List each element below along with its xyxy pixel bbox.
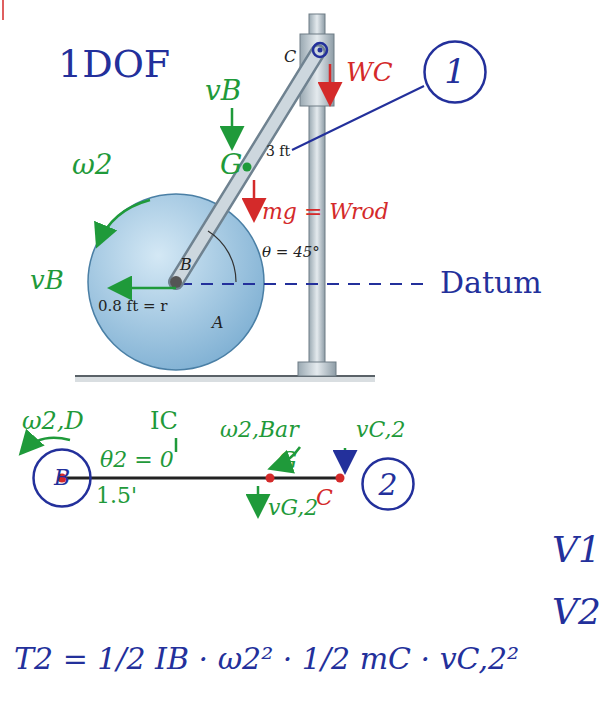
callout-number: 1 [444, 53, 466, 90]
point-label: IC [150, 408, 178, 434]
velocity-label: vB [30, 266, 64, 295]
dimension: 3 ft [266, 144, 290, 159]
annotation: 1DOF [58, 44, 170, 86]
velocity-label: vC,2 [356, 418, 405, 442]
point-label: C [284, 48, 296, 66]
point-label: C [316, 486, 333, 510]
dimension: 0.8 ft = r [98, 298, 167, 315]
circled-number: 2 [361, 457, 415, 511]
velocity-label: vB [205, 76, 241, 107]
point-label: B [180, 256, 192, 274]
weight-label: WC [346, 58, 393, 87]
equation: T2 = 1/2 IB · ω2² · 1/2 mC · vC,2² [14, 642, 519, 675]
circled-number: 1 [423, 40, 487, 104]
part-name: A [212, 314, 224, 332]
angular-velocity: ω2,Bar [220, 418, 299, 442]
datum-label: Datum [440, 266, 542, 299]
weight-label: mg = Wrod [262, 200, 389, 224]
energy-label: V2 [552, 592, 601, 632]
angular-velocity: ω2 [72, 150, 113, 181]
point-label: G [278, 448, 297, 474]
angle-label: θ = 45° [262, 244, 320, 261]
velocity-label: vG,2 [268, 496, 318, 520]
callout-number: 2 [378, 468, 397, 501]
callout-number: B [54, 466, 70, 490]
angular-velocity: ω2,D [22, 408, 84, 434]
energy-label: V1 [552, 530, 601, 570]
circled-number: B [32, 448, 92, 508]
angle-label: θ2 = 0 [100, 448, 174, 472]
point-label: G [220, 150, 242, 181]
dimension: 1.5' [96, 484, 137, 508]
